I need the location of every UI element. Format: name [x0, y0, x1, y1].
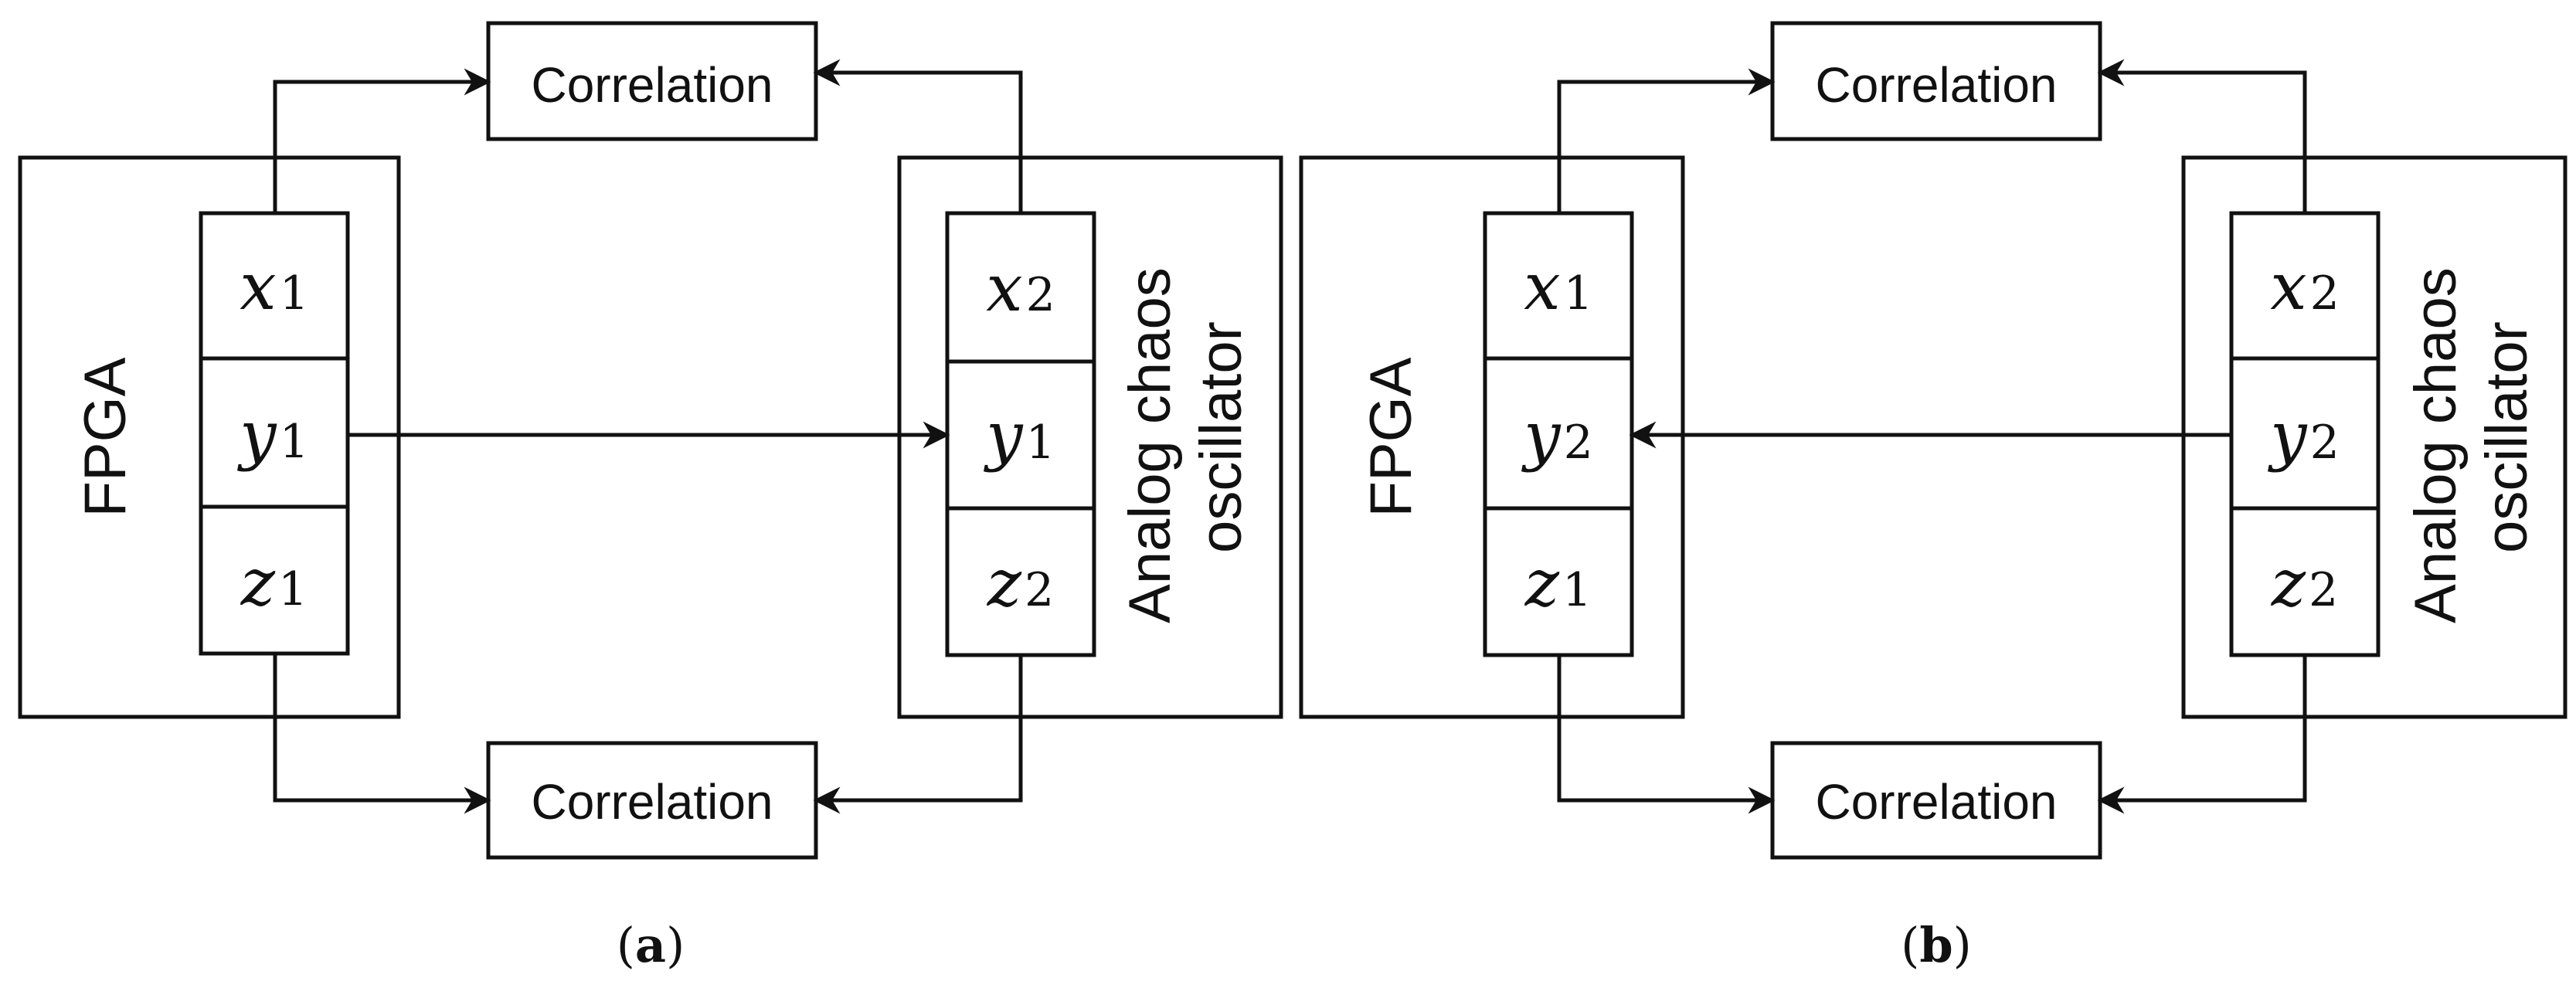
wire-analog-x-to-correlation [2097, 59, 2307, 213]
wire-analog-z-to-correlation [2097, 655, 2307, 814]
fpga-y-var: y1 [236, 397, 309, 473]
analog-z-cell [2229, 506, 2381, 657]
fpga-z-var: z1 [240, 545, 308, 620]
correlation-bottom-label: Correlation [1815, 774, 2057, 830]
analog-z-cell [945, 506, 1096, 657]
correlation-top-label: Correlation [1815, 57, 2057, 113]
fpga-z-var: z1 [1524, 545, 1592, 621]
analog-x-var: x2 [986, 250, 1055, 326]
fpga-z-cell [199, 504, 350, 656]
analog-z-var: z2 [2271, 545, 2338, 621]
correlation-top-box [1770, 21, 2102, 141]
fpga-x-cell [1483, 211, 1634, 361]
fpga-x-var: x1 [1524, 249, 1593, 324]
fpga-label: FPGA [73, 357, 138, 517]
analog-oscillator-label: Analog chaos oscillator [2403, 251, 2540, 623]
correlation-top-label: Correlation [531, 57, 773, 113]
wire-fpga-z-to-correlation [1557, 655, 1776, 814]
fpga-x-cell [199, 211, 350, 361]
wire-analog-x-to-correlation [813, 59, 1023, 213]
analog-z-var: z2 [987, 545, 1054, 621]
analog-y-cell [945, 359, 1096, 511]
fpga-label: FPGA [1358, 357, 1424, 517]
wire-analog-z-to-correlation [813, 655, 1023, 814]
caption-b: (b) [1901, 917, 1972, 973]
caption-a: (a) [617, 917, 685, 973]
fpga-x-var: x1 [240, 249, 309, 324]
correlation-bottom-box [1770, 741, 2102, 860]
fpga-y-var: y2 [1521, 398, 1593, 474]
panel-b: FPGA x1 y2 z1 Analog chaos oscillator x2… [1299, 21, 2568, 973]
wire-fpga-z-to-correlation [273, 654, 491, 814]
wire-fpga-x-to-correlation [1557, 68, 1776, 213]
correlation-top-box [486, 21, 818, 141]
correlation-bottom-label: Correlation [531, 774, 773, 830]
analog-y-var: y1 [983, 398, 1055, 474]
analog-x-var: x2 [2270, 249, 2340, 324]
wire-fpga-x-to-correlation [273, 68, 491, 213]
analog-y-var: y2 [2267, 398, 2340, 474]
analog-oscillator-label: Analog chaos oscillator [1117, 251, 1254, 623]
fpga-z-cell [1483, 506, 1634, 657]
analog-x-cell [2229, 211, 2381, 361]
panel-a: FPGA x1 y1 z1 Analog chaos oscillator x2… [18, 21, 1283, 973]
